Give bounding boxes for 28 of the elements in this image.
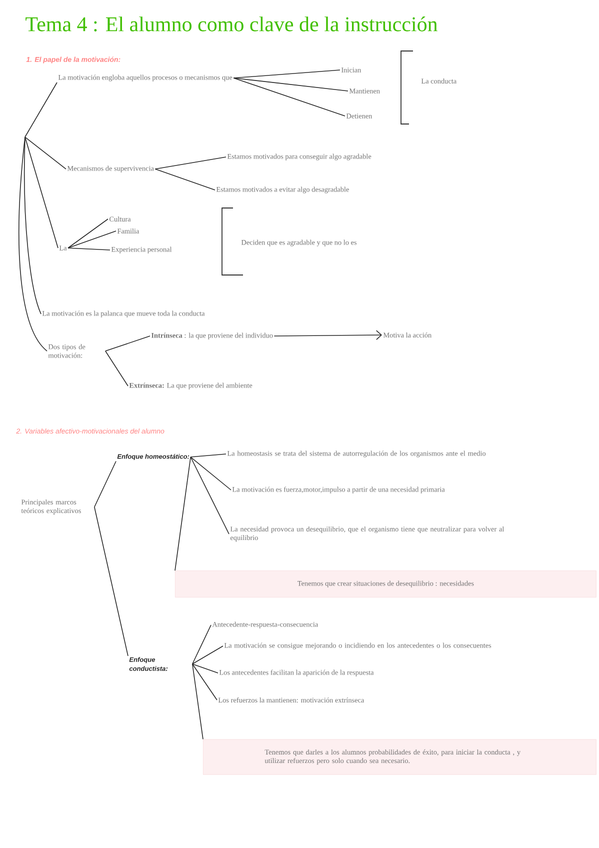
connector-line — [68, 230, 116, 248]
connector-line — [68, 218, 108, 248]
connector-line — [154, 156, 226, 170]
connector-line — [105, 350, 128, 386]
connector-line — [94, 460, 116, 508]
connector-line — [24, 136, 58, 248]
connector-line — [192, 646, 224, 664]
connector-line — [24, 136, 66, 170]
arrow — [274, 330, 382, 340]
connector-line — [192, 664, 204, 740]
connector-line — [192, 664, 218, 700]
connector-line — [190, 454, 226, 458]
connector-line — [24, 136, 42, 314]
connector-line — [190, 456, 230, 534]
connector-line — [18, 136, 48, 352]
connector-line — [68, 248, 110, 250]
connector-line — [94, 506, 128, 656]
connector-line — [174, 456, 192, 571]
connector-line — [192, 624, 212, 664]
connector-line — [154, 168, 216, 190]
connector-line — [190, 456, 232, 490]
connector-line — [24, 82, 58, 138]
connector-line — [105, 336, 150, 352]
connector-line — [233, 70, 340, 78]
connector-line — [233, 78, 346, 116]
connector-line — [233, 78, 348, 92]
title: Tema 4 : El alumno como clave de la instrucción — [26, 16, 438, 32]
connector-line — [192, 664, 218, 674]
